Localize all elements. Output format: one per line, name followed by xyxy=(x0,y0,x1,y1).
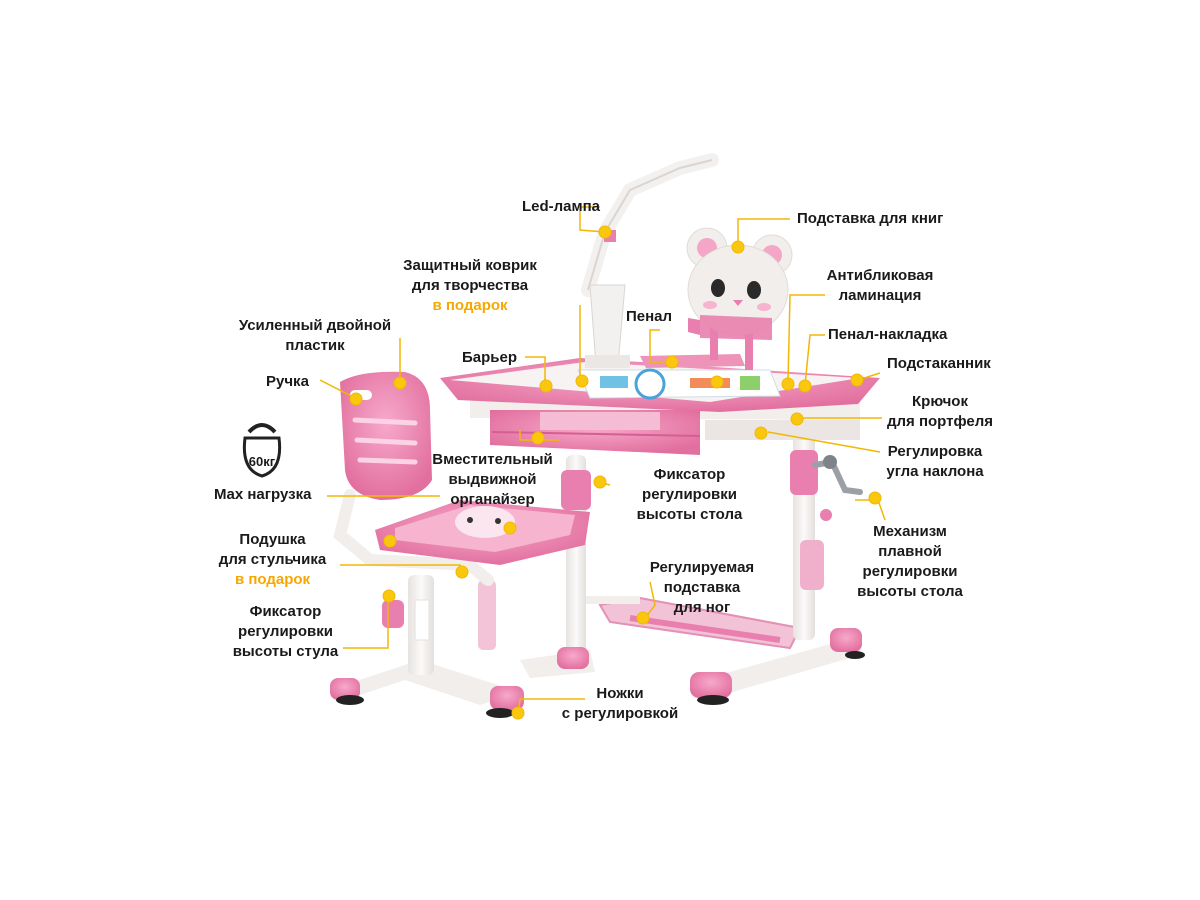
label-cushion-line1: Подушка xyxy=(239,531,306,548)
label-protective-mat-line2: для творчества xyxy=(411,277,529,294)
label-organizer: Вместительный выдвижной органайзер xyxy=(425,450,560,510)
desk-foot-right xyxy=(690,640,860,700)
label-cushion-line2: для стульчика xyxy=(218,551,327,568)
label-table-height-lock: Фиксатор регулировки высоты стола xyxy=(622,465,757,525)
marker-icon xyxy=(511,706,525,720)
marker-icon xyxy=(850,373,864,387)
label-footrest-line3: для ног xyxy=(673,599,731,616)
chair-backrest xyxy=(340,371,432,500)
label-cushion: Подушка для стульчика в подарок xyxy=(210,530,335,590)
marker-icon xyxy=(539,379,553,393)
marker-icon xyxy=(598,225,612,239)
label-mechanism-line4: высоты стола xyxy=(857,583,963,600)
label-chair-lock-line1: Фиксатор xyxy=(249,603,322,620)
label-cushion-gift: в подарок xyxy=(234,571,311,588)
label-antiglare: Антибликовая ламинация xyxy=(805,266,955,306)
label-mechanism-line2: плавной xyxy=(878,543,942,560)
label-reinforced-line2: пластик xyxy=(285,337,345,354)
label-chair-height-lock: Фиксатор регулировки высоты стула xyxy=(218,602,353,662)
label-footrest: Регулируемая подставка для ног xyxy=(637,558,767,618)
label-reinforced-line1: Усиленный двойной xyxy=(238,317,392,334)
label-reinforced-plastic: Усиленный двойной пластик xyxy=(225,316,405,356)
label-led-lamp: Led-лампа xyxy=(521,198,600,215)
label-antiglare-line1: Антибликовая xyxy=(826,267,934,284)
label-table-lock-line2: регулировки xyxy=(642,486,737,503)
label-tilt-adjust: Регулировка угла наклона xyxy=(875,442,995,482)
label-max-load: Max нагрузка xyxy=(214,486,312,503)
label-mechanism-line3: регулировки xyxy=(862,563,958,580)
label-organizer-line1: Вместительный xyxy=(432,451,553,468)
label-smooth-mechanism: Механизм плавной регулировки высоты стол… xyxy=(845,522,975,602)
marker-icon xyxy=(710,375,724,389)
marker-icon xyxy=(455,565,469,579)
book-stand xyxy=(686,227,793,370)
marker-icon xyxy=(393,376,407,390)
label-footrest-line2: подставка xyxy=(663,579,741,596)
label-table-lock-line1: Фиксатор xyxy=(653,466,726,483)
label-weight: 60кг xyxy=(248,454,276,469)
marker-icon xyxy=(531,431,545,445)
label-mechanism-line1: Механизм xyxy=(873,523,947,540)
label-chair-lock-line3: высоты стула xyxy=(232,643,339,660)
marker-icon xyxy=(665,355,679,369)
drawing-mat xyxy=(577,369,781,399)
label-legs-line1: Ножки xyxy=(596,685,644,702)
marker-icon xyxy=(575,374,589,388)
label-bag-hook: Крючок для портфеля xyxy=(880,392,1000,432)
marker-icon xyxy=(503,521,517,535)
label-pencil-overlay: Пенал-накладка xyxy=(828,326,948,343)
marker-icon xyxy=(790,412,804,426)
marker-icon xyxy=(636,611,650,625)
marker-icon xyxy=(731,240,745,254)
label-cup-holder: Подстаканник xyxy=(887,355,991,372)
chair-base xyxy=(335,660,520,705)
label-organizer-line2: выдвижной xyxy=(448,471,537,488)
marker-icon xyxy=(868,491,882,505)
label-barrier: Барьер xyxy=(462,349,518,366)
kettlebell-icon xyxy=(242,423,282,478)
desk xyxy=(440,153,880,705)
marker-icon xyxy=(754,426,768,440)
label-antiglare-line2: ламинация xyxy=(838,287,922,304)
marker-icon xyxy=(593,475,607,489)
label-protective-mat-line1: Защитный коврик xyxy=(403,257,537,274)
label-chair-lock-line2: регулировки xyxy=(238,623,333,640)
label-handle: Ручка xyxy=(266,373,309,390)
label-legs-line2: с регулировкой xyxy=(561,705,679,722)
label-protective-mat: Защитный коврик для творчества в подарок xyxy=(370,256,570,316)
marker-icon xyxy=(349,392,363,406)
label-footrest-line1: Регулируемая xyxy=(649,559,755,576)
label-protective-mat-gift: в подарок xyxy=(432,297,508,314)
label-pencil-case: Пенал xyxy=(626,308,673,325)
label-bag-hook-line1: Крючок xyxy=(912,393,968,410)
marker-icon xyxy=(798,379,812,393)
marker-icon xyxy=(781,377,795,391)
label-organizer-line3: органайзер xyxy=(450,491,535,508)
label-table-lock-line3: высоты стола xyxy=(636,506,743,523)
label-adjustable-legs: Ножки с регулировкой xyxy=(550,684,690,724)
marker-icon xyxy=(383,534,397,548)
marker-icon xyxy=(382,589,396,603)
label-tilt-line2: угла наклона xyxy=(886,463,984,480)
label-tilt-line1: Регулировка xyxy=(887,443,983,460)
label-book-stand: Подставка для книг xyxy=(797,210,944,227)
label-bag-hook-line2: для портфеля xyxy=(886,413,994,430)
